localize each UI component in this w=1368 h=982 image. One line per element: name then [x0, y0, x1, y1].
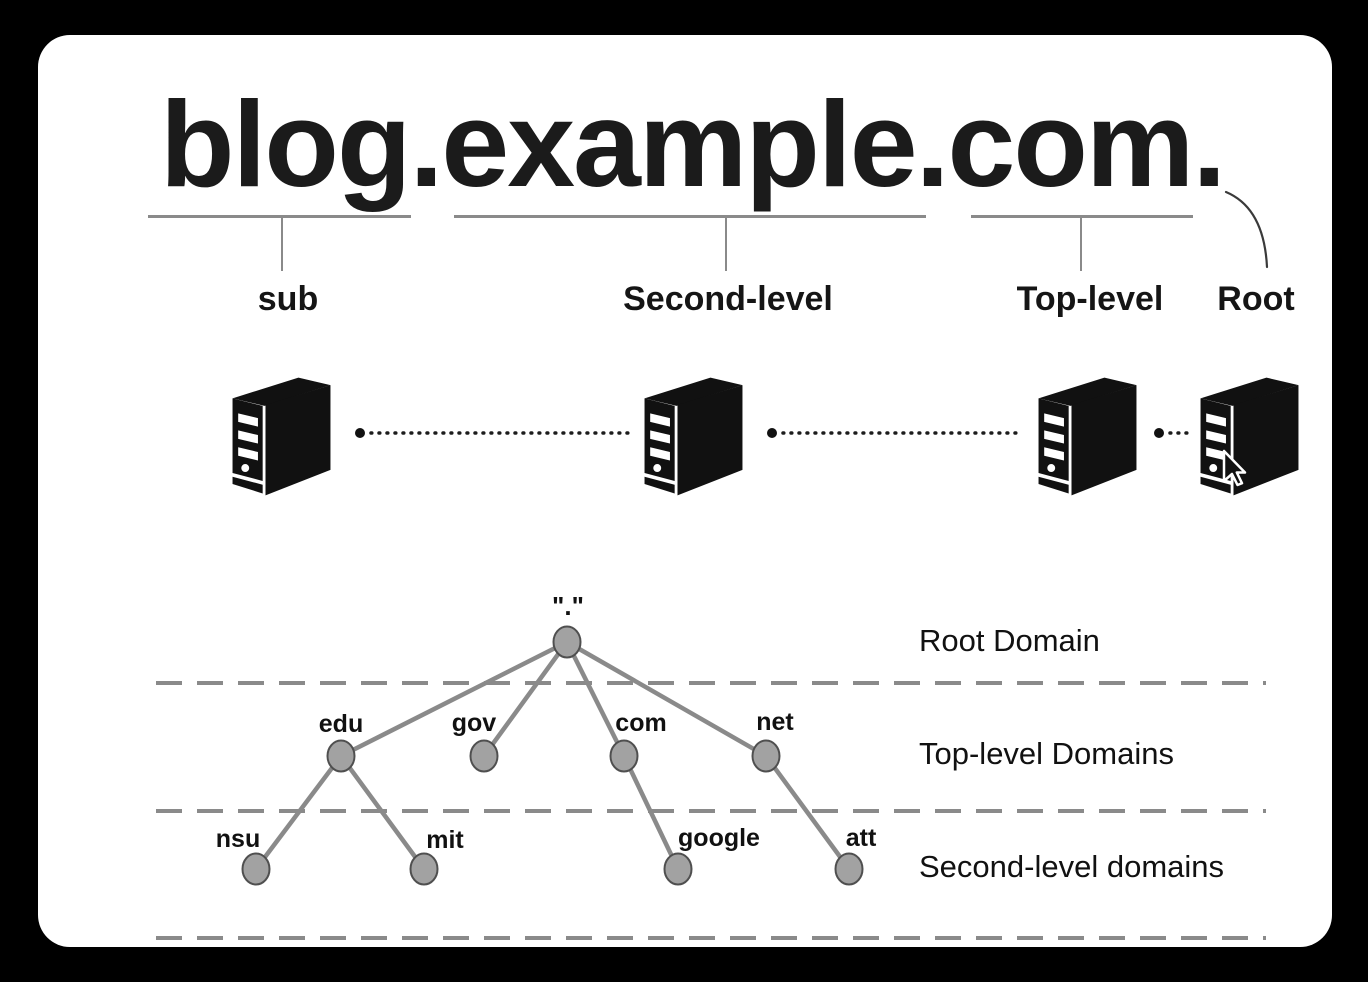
- tree-node-com: [609, 739, 639, 773]
- edge-edu-nsu: [253, 753, 344, 872]
- label-root: Root: [1217, 280, 1295, 318]
- tree-node-nsu: [241, 852, 271, 886]
- tree-node-google: [663, 852, 693, 886]
- tree-label-edu: edu: [319, 710, 363, 738]
- tree-label-nsu: nsu: [216, 825, 260, 853]
- root-dot-pointer-curve: [1224, 190, 1269, 269]
- server-tower-icon-top-level: [1037, 377, 1137, 496]
- bracket-line-sub: [148, 215, 411, 218]
- bracket-tick-sub: [281, 217, 283, 271]
- edge-edu-mit: [338, 753, 427, 872]
- tree-label-gov: gov: [452, 709, 497, 737]
- dotted-link-endpoint: [1154, 428, 1164, 438]
- edge-com-google: [621, 753, 681, 872]
- bracket-tick-second-level: [725, 217, 727, 271]
- label-top-level: Top-level: [1016, 280, 1164, 318]
- bracket-tick-top-level: [1080, 217, 1082, 271]
- label-sub: sub: [257, 280, 319, 318]
- dotted-link-endpoint: [355, 428, 365, 438]
- tree-label-net: net: [756, 708, 794, 736]
- mouse-cursor-icon: [1222, 449, 1247, 487]
- server-tower-icon-root: [1199, 377, 1299, 496]
- tree-label-mit: mit: [426, 826, 464, 854]
- edge-root-edu: [338, 639, 570, 759]
- bracket-line-second-level: [454, 215, 926, 218]
- server-tower-icon-sub: [231, 377, 331, 496]
- dns-diagram-card: blog.example.com. sub Second-level Top-l…: [38, 35, 1332, 947]
- edge-root-gov: [481, 639, 570, 759]
- tree-label-com: com: [615, 709, 666, 737]
- level-label-top-level-domains: Top-level Domains: [919, 736, 1174, 771]
- domain-hierarchy-tree: "." edu gov com net nsu mit google att R…: [156, 591, 1266, 940]
- edge-root-net: [564, 639, 769, 759]
- server-tower-icon-second-level: [643, 377, 743, 496]
- bracket-line-top-level: [971, 215, 1193, 218]
- domain-name-title: blog.example.com.: [160, 76, 1226, 212]
- tree-node-gov: [469, 739, 499, 773]
- level-label-root-domain: Root Domain: [919, 623, 1100, 658]
- tree-node-net: [751, 739, 781, 773]
- tree-node-edu: [326, 739, 356, 773]
- tree-node-mit: [409, 852, 439, 886]
- edge-root-com: [564, 639, 627, 759]
- tree-root-label: ".": [552, 591, 584, 621]
- dotted-link-endpoint: [767, 428, 777, 438]
- tree-label-google: google: [678, 824, 760, 852]
- tree-edges: [253, 639, 852, 872]
- label-second-level: Second-level: [623, 280, 833, 318]
- level-label-second-level-domains: Second-level domains: [919, 849, 1224, 884]
- edge-net-att: [763, 753, 852, 872]
- tree-node-att: [834, 852, 864, 886]
- tree-label-att: att: [846, 824, 877, 852]
- dns-servers-row: [231, 377, 1299, 496]
- tree-node-root: [552, 625, 582, 659]
